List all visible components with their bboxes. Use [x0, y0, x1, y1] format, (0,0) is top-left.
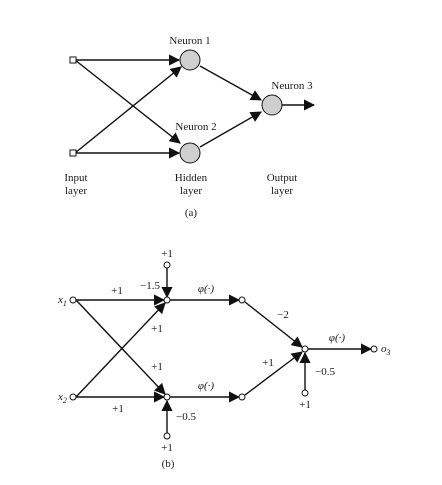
out-node-1 [238, 296, 246, 304]
phi-n1-label: φ(·) [198, 283, 214, 295]
edge-n1-n3 [199, 65, 262, 101]
hidden-layer-label-1: Hidden [175, 172, 208, 184]
hidden-layer-label-2: layer [180, 185, 202, 197]
weight-x2-n1: +1 [151, 323, 163, 335]
bias-bottom-weight-label: −0.5 [176, 411, 196, 423]
phi-n3-label: φ(·) [329, 332, 345, 344]
bias-top-node [163, 261, 171, 269]
sum-node-3 [301, 345, 309, 353]
x2-label: x2 [57, 391, 67, 405]
input-node-1 [69, 56, 77, 64]
neuron-3-label: Neuron 3 [271, 80, 313, 92]
bias-top-one-label: +1 [161, 248, 173, 260]
bias-bottom-one-label: +1 [161, 442, 173, 454]
x1-node [69, 296, 77, 304]
bias-n3-weight-label: −0.5 [315, 366, 335, 378]
x1-label: x1 [57, 294, 67, 308]
edge-x2-n1 [75, 302, 166, 398]
caption-b: (b) [162, 458, 175, 470]
sum-node-1 [163, 296, 171, 304]
neuron-2-node [179, 142, 201, 164]
input-layer-label-1: Input [64, 172, 87, 184]
weight-x1-n1: +1 [111, 285, 123, 297]
edge-n1-n3 [244, 301, 303, 348]
sum-node-2 [163, 393, 171, 401]
bias-n3-node [301, 389, 309, 397]
weight-x2-n2: +1 [112, 403, 124, 415]
output-layer-label-2: layer [271, 185, 293, 197]
weight-x1-n2: +1 [151, 361, 163, 373]
bias-n3-one-label: +1 [299, 399, 311, 411]
weight-n2-n3: +1 [262, 357, 274, 369]
input-layer-label-2: layer [65, 185, 87, 197]
input-node-2 [69, 149, 77, 157]
diagram-a: Neuron 1 Neuron 2 Neuron 3 Input layer H… [64, 35, 316, 219]
neuron-3-node [261, 94, 283, 116]
neuron-1-label: Neuron 1 [169, 35, 210, 47]
neuron-2-label: Neuron 2 [175, 121, 216, 133]
weight-n1-n3: −2 [277, 309, 289, 321]
out-node-2 [238, 393, 246, 401]
x2-node [69, 393, 77, 401]
caption-a: (a) [185, 207, 198, 219]
edge-in2-n1 [74, 66, 182, 154]
edge-n2-n3 [199, 111, 262, 148]
edge-in1-n2 [74, 59, 181, 144]
bias-top-weight-label: −1.5 [140, 280, 160, 292]
o3-node [370, 345, 378, 353]
edge-n2-n3 [244, 351, 303, 396]
diagram-b: +1 −1.5 x1 x2 o3 +1 +1 +1 +1 φ(·) φ(·) −… [57, 248, 391, 470]
phi-n2-label: φ(·) [198, 380, 214, 392]
output-layer-label-1: Output [267, 172, 298, 184]
bias-bottom-node [163, 432, 171, 440]
neuron-1-node [179, 49, 201, 71]
o3-label: o3 [381, 343, 391, 357]
edge-x1-n2 [75, 299, 166, 395]
